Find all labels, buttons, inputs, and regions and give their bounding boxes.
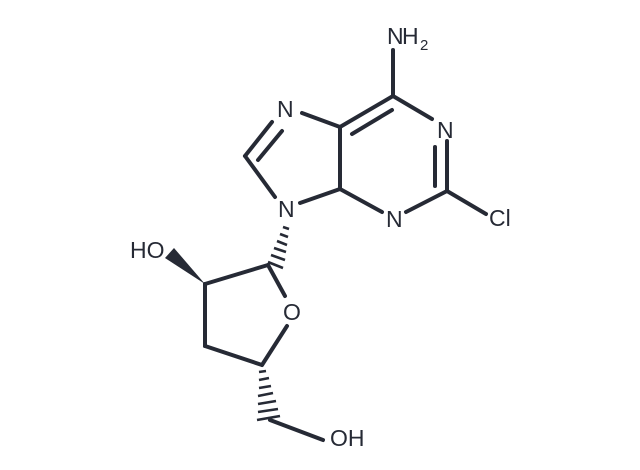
bond-n9-c4 bbox=[298, 187, 342, 205]
atom-amine-subscript: 2 bbox=[420, 37, 428, 54]
atom-hydroxyl-5prime: OH bbox=[330, 425, 365, 451]
atom-amine-h: H bbox=[402, 23, 419, 49]
bond-c8-n9 bbox=[243, 154, 277, 199]
atom-amine-n: N bbox=[387, 23, 404, 49]
bond-n3-c4 bbox=[338, 187, 384, 214]
bond-n7-c8-double bbox=[256, 129, 284, 162]
bond-c5-c6 bbox=[338, 94, 395, 129]
atom-n7: N bbox=[277, 96, 294, 122]
bond-o4prime-c4prime bbox=[260, 324, 289, 367]
bond-c5-n7 bbox=[300, 111, 342, 129]
bond-c5-c6-double bbox=[350, 108, 394, 136]
atom-n3: N bbox=[386, 206, 403, 232]
atom-hydroxyl-2prime: HO bbox=[130, 237, 165, 263]
hashed-bond-c4prime-c5prime bbox=[256, 369, 281, 422]
bond-c4prime-c3prime bbox=[203, 344, 264, 367]
atom-n9: N bbox=[278, 196, 295, 222]
bond-c2-n3 bbox=[404, 189, 449, 214]
bond-c5prime-o5prime bbox=[268, 418, 325, 442]
bond-c1prime-o4prime bbox=[266, 263, 287, 298]
hashed-bond-n9-c1prime bbox=[267, 225, 290, 270]
bond-c2prime-c1prime bbox=[203, 263, 270, 286]
bond-n7-c8 bbox=[243, 120, 274, 158]
atom-n1: N bbox=[437, 117, 454, 143]
atom-chlorine: Cl bbox=[489, 205, 511, 231]
bond-c6-n1 bbox=[391, 94, 434, 121]
wedge-bond-c2prime-oh bbox=[165, 248, 205, 284]
bond-c2-cl bbox=[445, 189, 488, 216]
atom-ring-oxygen: O bbox=[283, 299, 301, 325]
